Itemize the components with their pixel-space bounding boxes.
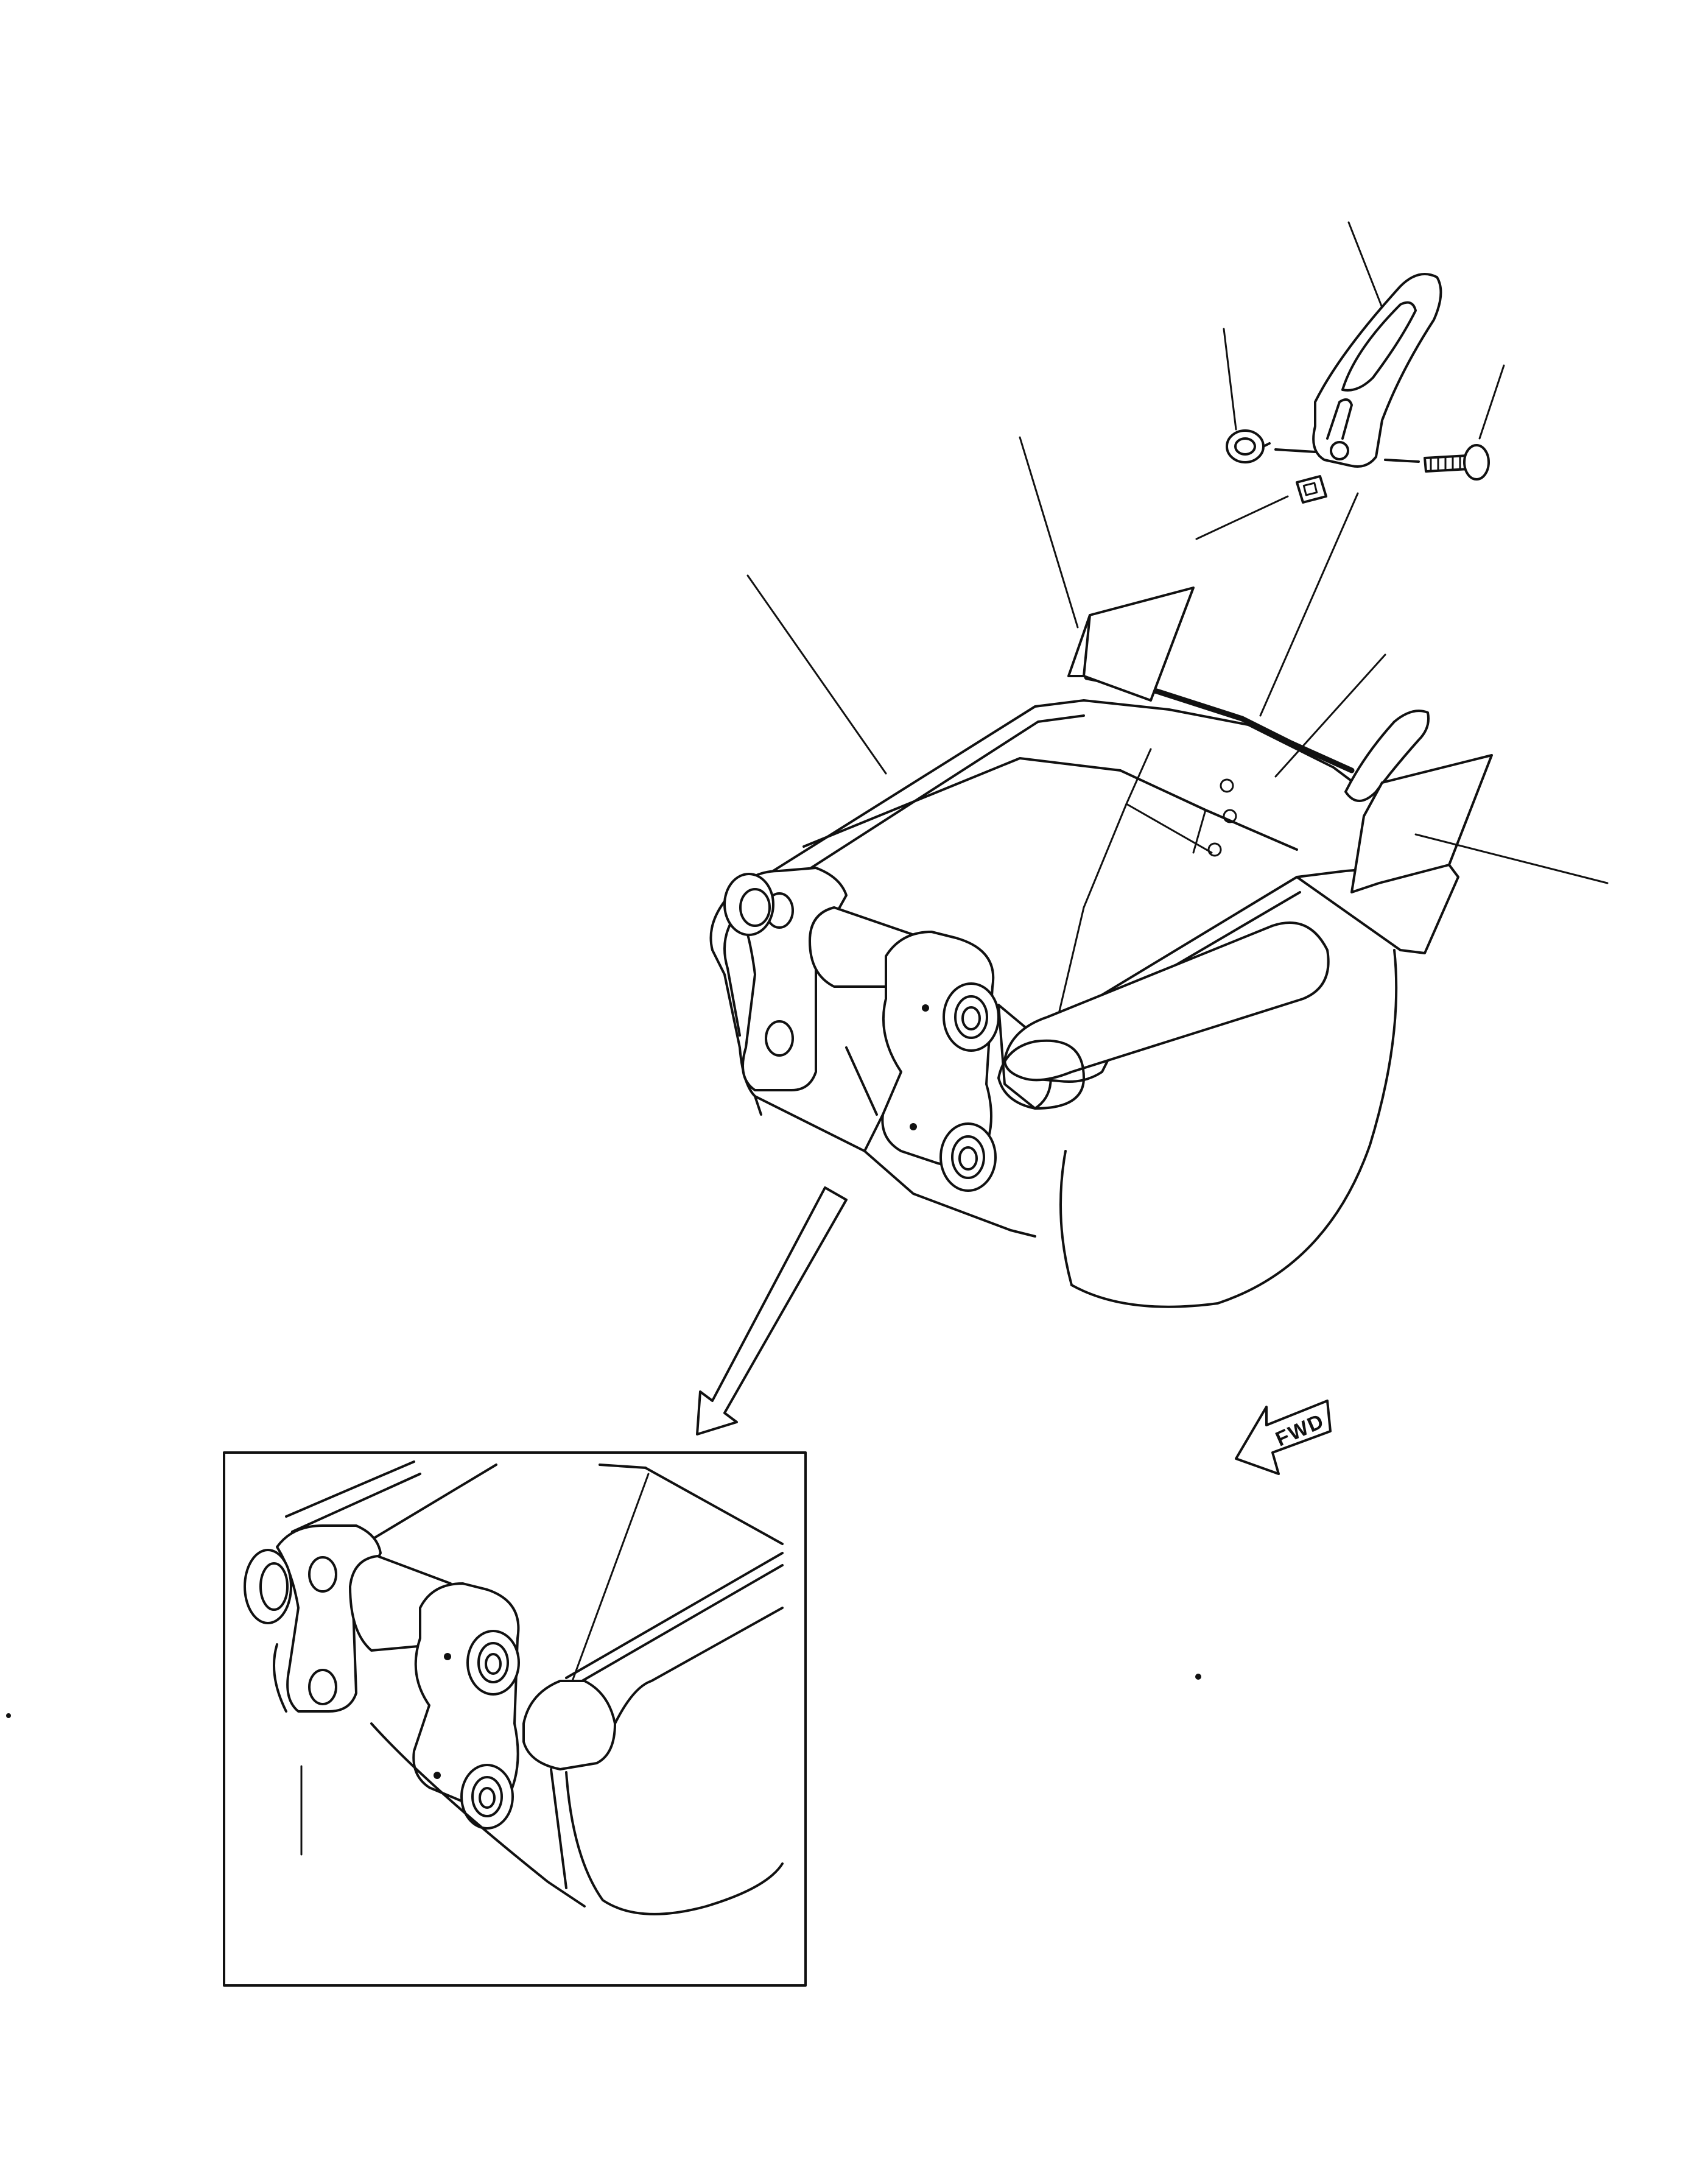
nut-icon [1226,429,1271,463]
detail-callout-arrow-icon [696,1186,848,1435]
forward-direction-arrow-icon: FWD [1235,1400,1332,1475]
leader-lines [746,221,1609,884]
washer-icon [1296,475,1327,504]
bolt-icon [1424,444,1490,481]
bucket-linkage-icon [723,867,1330,1192]
detail-inset [223,1451,807,1987]
bucket-tooth-icon [1312,273,1442,468]
side-cutter-icon [1067,587,1493,954]
